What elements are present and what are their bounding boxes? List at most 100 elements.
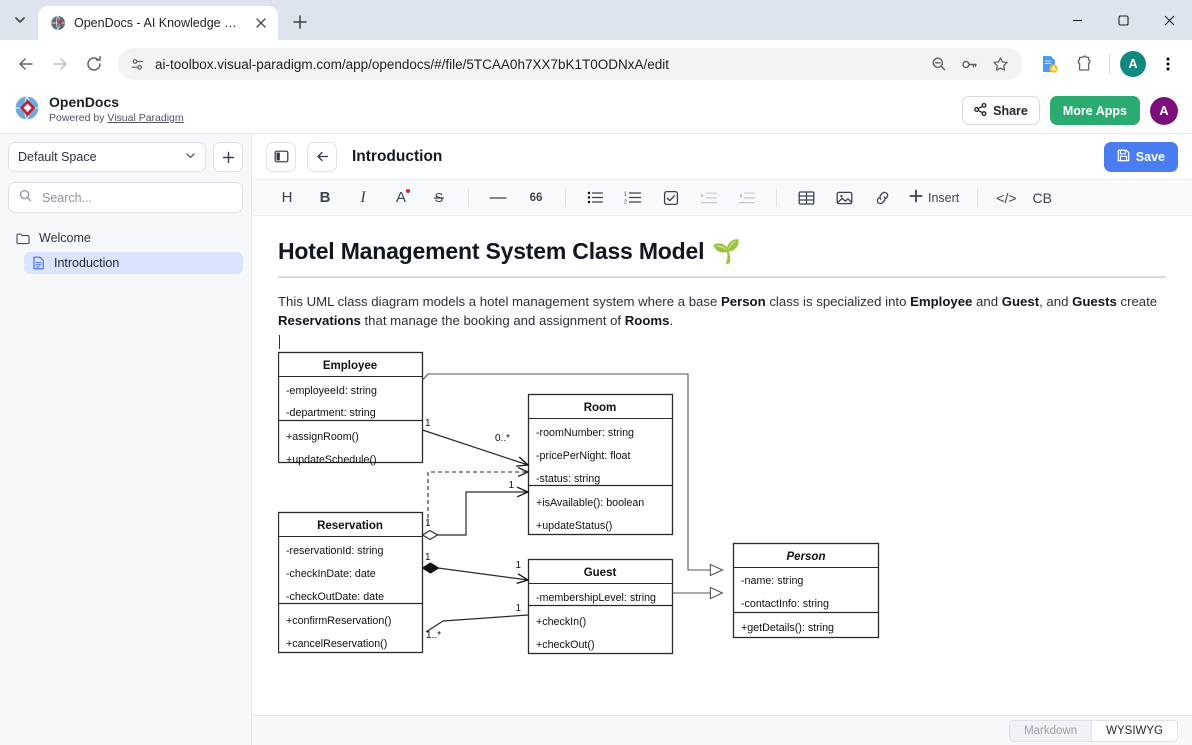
save-button[interactable]: Save [1104, 142, 1178, 172]
numbered-list-icon[interactable]: 12 [614, 185, 652, 211]
bold-icon[interactable]: B [306, 185, 344, 211]
new-tab-button[interactable] [286, 8, 314, 36]
sidebar-item-welcome[interactable]: Welcome [8, 227, 243, 249]
powered-by: Powered by Visual Paradigm [49, 111, 184, 126]
insert-label: Insert [928, 191, 959, 205]
search-box[interactable] [8, 182, 243, 213]
sidebar: Default Space Welcome [0, 134, 252, 745]
insert-button[interactable]: Insert [901, 185, 967, 211]
search-input[interactable] [40, 190, 232, 206]
paragraph-bold-term: Reservations [278, 313, 361, 328]
cb-button[interactable]: CB [1025, 185, 1060, 211]
uml-operation: +getDetails(): string [741, 622, 834, 634]
uml-class-person[interactable]: Person -name: string -contactInfo: strin… [734, 544, 879, 638]
uml-multiplicity: 1 [515, 603, 521, 614]
toolbar-divider [468, 189, 469, 207]
seedling-emoji-icon: 🌱 [712, 238, 740, 265]
uml-relation-reservation-room-aggregation: 1 1 [423, 480, 529, 540]
svg-text:2: 2 [624, 199, 627, 205]
horizontal-rule-icon[interactable] [479, 185, 517, 211]
toolbar-divider [565, 189, 566, 207]
uml-class-room[interactable]: Room -roomNumber: string -pricePerNight:… [529, 395, 673, 535]
toggle-sidebar-icon[interactable] [266, 142, 296, 172]
link-icon[interactable] [863, 185, 901, 211]
more-apps-button[interactable]: More Apps [1050, 96, 1140, 125]
password-key-icon[interactable] [961, 56, 978, 73]
image-icon[interactable] [825, 185, 863, 211]
outdent-icon [728, 185, 766, 211]
forward-icon [44, 48, 76, 80]
toolbar-divider [776, 189, 777, 207]
heading-icon[interactable]: H [268, 185, 306, 211]
uml-class-reservation[interactable]: Reservation -reservationId: string -chec… [279, 513, 423, 653]
uml-attribute: -checkOutDate: date [286, 591, 384, 603]
paragraph-bold-term: Guests [1072, 294, 1117, 309]
back-icon[interactable] [10, 48, 42, 80]
uml-multiplicity: 0..* [495, 433, 510, 444]
back-to-list-icon[interactable] [307, 142, 337, 172]
maximize-icon[interactable] [1100, 0, 1146, 40]
tab-search-icon[interactable] [6, 6, 34, 34]
uml-attribute: -status: string [536, 473, 600, 485]
browser-tab[interactable]: OpenDocs - AI Knowledge Base [38, 6, 278, 40]
uml-operation: +checkIn() [536, 616, 586, 628]
visual-paradigm-link[interactable]: Visual Paradigm [107, 112, 183, 124]
mode-tab-wysiwyg[interactable]: WYSIWYG [1092, 720, 1178, 742]
sidebar-item-introduction[interactable]: Introduction [24, 252, 243, 274]
table-icon[interactable] [787, 185, 825, 211]
space-selector[interactable]: Default Space [8, 142, 206, 172]
browser-profile-avatar[interactable]: A [1120, 51, 1146, 77]
uml-operation: +checkOut() [536, 639, 595, 651]
share-button[interactable]: Share [962, 96, 1040, 125]
cb-label: CB [1033, 190, 1052, 206]
editor-column: Introduction Save H B I A S 66 [252, 134, 1192, 745]
uml-attribute: -membershipLevel: string [536, 592, 656, 604]
user-avatar[interactable]: A [1150, 97, 1178, 125]
uml-attribute: -department: string [286, 407, 376, 419]
uml-class-diagram[interactable]: Employee -employeeId: string -department… [278, 340, 1166, 675]
document-heading: Hotel Management System Class Model 🌱 [278, 238, 1166, 278]
brand[interactable]: OpenDocs Powered by Visual Paradigm [14, 95, 184, 126]
checklist-icon[interactable] [652, 185, 690, 211]
uml-class-name: Employee [323, 360, 377, 372]
browser-tab-strip: OpenDocs - AI Knowledge Base [0, 0, 1192, 40]
file-icon [32, 256, 45, 270]
zoom-out-icon[interactable] [931, 56, 947, 72]
code-icon[interactable]: </> [988, 185, 1024, 211]
text-color-icon[interactable]: A [382, 185, 420, 211]
italic-icon[interactable]: I [344, 185, 382, 211]
address-bar[interactable]: ai-toolbox.visual-paradigm.com/app/opend… [118, 48, 1023, 80]
bulleted-list-icon[interactable] [576, 185, 614, 211]
add-space-button[interactable] [213, 142, 243, 172]
uml-multiplicity: 1..* [426, 630, 441, 641]
uml-attribute: -employeeId: string [286, 385, 377, 397]
window-close-icon[interactable] [1146, 0, 1192, 40]
strikethrough-icon[interactable]: S [420, 185, 458, 211]
paragraph-text: that manage the booking and assignment o… [361, 313, 625, 328]
download-file-icon[interactable] [1035, 50, 1063, 78]
document-canvas[interactable]: Hotel Management System Class Model 🌱 Th… [252, 216, 1192, 745]
svg-text:1: 1 [624, 191, 627, 197]
reload-icon[interactable] [78, 48, 110, 80]
close-icon[interactable] [252, 14, 270, 32]
uml-attribute: -roomNumber: string [536, 427, 634, 439]
paragraph-text: create [1117, 294, 1157, 309]
blockquote-icon[interactable]: 66 [517, 185, 555, 211]
minimize-icon[interactable] [1054, 0, 1100, 40]
product-name: OpenDocs [49, 95, 184, 110]
uml-operation: +updateSchedule() [286, 454, 377, 466]
extensions-puzzle-icon[interactable] [1071, 50, 1099, 78]
uml-class-guest[interactable]: Guest -membershipLevel: string +checkIn(… [529, 560, 673, 654]
browser-menu-icon[interactable] [1154, 50, 1182, 78]
space-selector-label: Default Space [18, 150, 97, 164]
uml-multiplicity: 1 [425, 418, 431, 429]
uml-multiplicity: 1 [425, 552, 431, 563]
uml-attribute: -reservationId: string [286, 545, 383, 557]
mode-tab-markdown[interactable]: Markdown [1009, 720, 1092, 742]
bookmark-star-icon[interactable] [992, 56, 1009, 73]
uml-class-employee[interactable]: Employee -employeeId: string -department… [279, 353, 423, 467]
plus-icon [909, 189, 923, 206]
site-settings-icon[interactable] [130, 57, 145, 72]
app-body: Default Space Welcome [0, 134, 1192, 745]
paragraph-text: , and [1039, 294, 1072, 309]
